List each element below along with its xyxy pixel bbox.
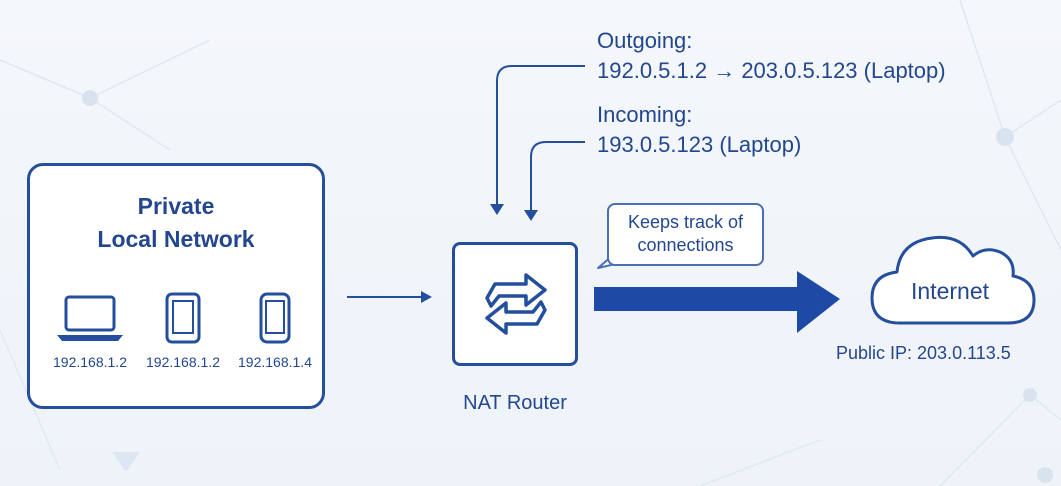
incoming-detail: 193.0.5.123 (Laptop) bbox=[597, 132, 802, 157]
router-label: NAT Router bbox=[463, 392, 567, 414]
phone-icon bbox=[259, 292, 291, 344]
incoming-heading: Incoming: bbox=[597, 102, 693, 127]
connection-tracking-bubble: Keeps track of connections bbox=[607, 203, 764, 266]
private-network-title-line1: Private bbox=[137, 193, 215, 219]
private-network-panel: Private Local Network 192.168.1.2 192.16… bbox=[27, 163, 325, 409]
device-ip-tablet: 192.168.1.2 bbox=[146, 354, 220, 370]
public-ip-label: Public IP: 203.0.113.5 bbox=[836, 343, 1011, 363]
outgoing-arrowhead bbox=[490, 204, 504, 215]
nat-router-box bbox=[452, 242, 578, 366]
device-ip-laptop: 192.168.1.2 bbox=[53, 354, 127, 370]
router-to-internet-arrow bbox=[594, 287, 801, 311]
cloud-icon bbox=[870, 235, 1036, 325]
outgoing-detail: 192.0.5.1.2 → 203.0.5.123 (Laptop) bbox=[597, 58, 946, 83]
swap-arrows-icon bbox=[485, 273, 547, 335]
laptop-icon bbox=[57, 295, 123, 341]
incoming-arrowhead bbox=[524, 210, 538, 221]
internet-label: Internet bbox=[911, 278, 989, 304]
private-network-title: Private Local Network bbox=[30, 190, 322, 256]
bubble-line2: connections bbox=[637, 235, 734, 255]
bubble-line1: Keeps track of bbox=[627, 212, 744, 232]
incoming-arrow bbox=[530, 141, 585, 215]
outgoing-arrow bbox=[496, 65, 585, 210]
device-ip-phone: 192.168.1.4 bbox=[238, 354, 312, 370]
outgoing-heading: Outgoing: bbox=[597, 28, 693, 53]
tablet-icon bbox=[165, 292, 201, 344]
private-network-title-line2: Local Network bbox=[97, 226, 255, 252]
